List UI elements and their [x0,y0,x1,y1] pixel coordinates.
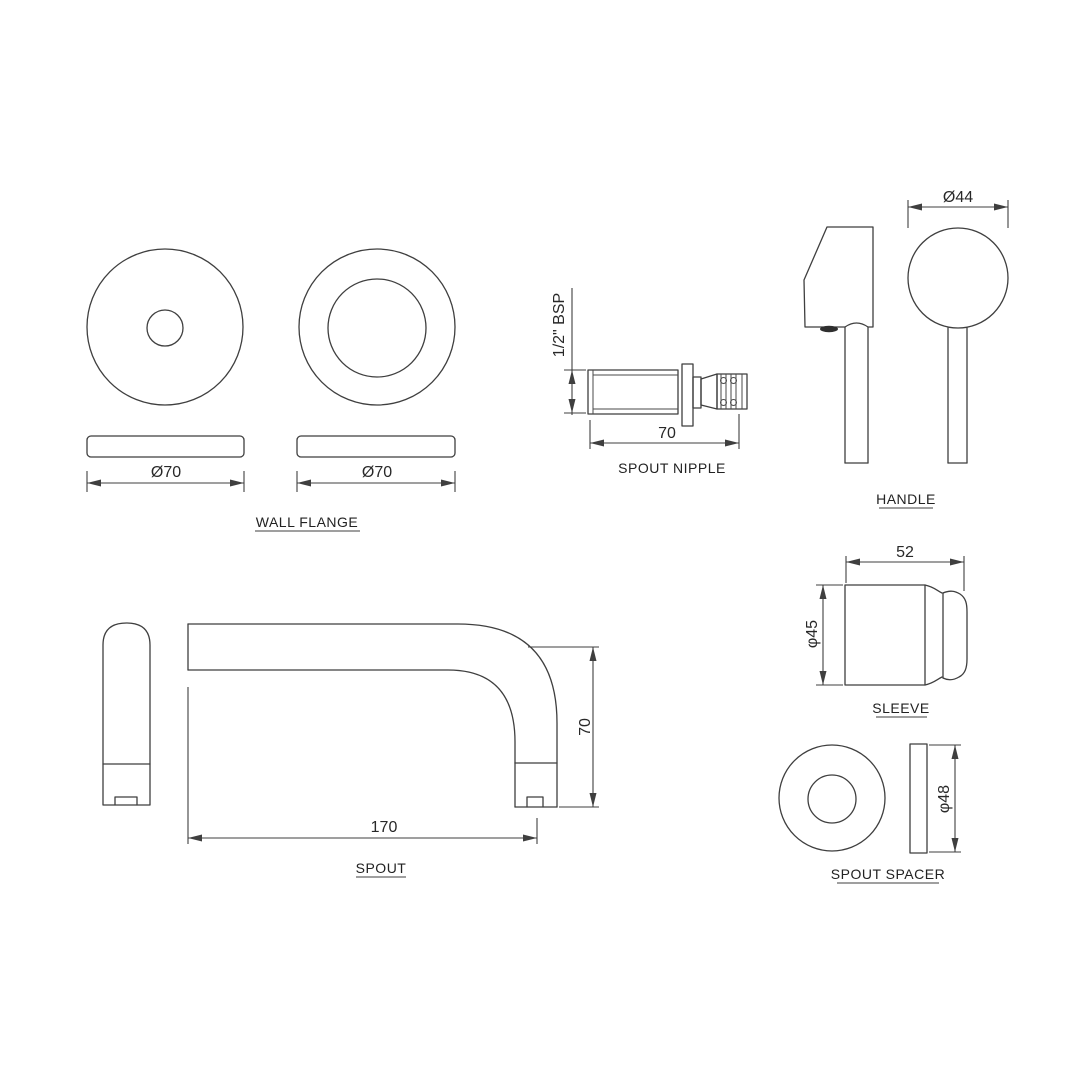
spout-tip-aerator [526,796,544,808]
handle-knob-diameter-dim: Ø44 [943,189,973,206]
flange-side-diameter-dim: Ø70 [362,464,392,481]
oring-circle [720,377,727,384]
sleeve-body [844,584,926,686]
dim-arrow [846,558,860,566]
flange-side-view-right [296,435,456,458]
dim-arrow [590,439,604,447]
dim-arrow [819,585,827,599]
spout-drawing: 170 70 SPOUT [102,622,599,878]
nipple-thread-dim: 1/2" BSP [551,293,568,357]
nipple-cone [700,373,718,410]
spout-reach-dim: 170 [371,819,398,836]
flange-front-hole-circle [146,309,184,347]
spacer-front-outer-circle [778,744,886,852]
wall-flange-drawing: Ø70 Ø70 WALL FLANGE [86,248,456,532]
dim-arrow [230,479,244,487]
dim-arrow [994,203,1008,211]
handle-knob-front-view [907,227,1009,329]
dim-arrow [951,838,959,852]
flange-front-outer-circle [86,248,244,406]
nipple-neck [692,376,702,409]
handle-head-side-view [803,226,874,328]
dim-arrow [589,793,597,807]
dim-arrow [297,479,311,487]
sleeve-label: SLEEVE [872,700,929,716]
flange-back-inner-circle [327,278,427,378]
spout-height-dim: 70 [577,718,594,736]
sleeve-cap [942,590,968,681]
spout-end-view [102,622,151,806]
nipple-oring-section [716,373,748,410]
sleeve-length-dim: 52 [896,544,914,561]
dim-arrow [589,647,597,661]
handle-drawing: Ø44 HANDLE [803,189,1009,509]
oring-circle [730,399,737,406]
spacer-front-hole-circle [807,774,857,824]
sleeve-diameter-dim: φ45 [804,620,821,648]
spout-end-view-aerator [114,796,138,806]
spacer-side-view [909,743,928,854]
dim-arrow [523,834,537,842]
handle-setscrew-mark [820,325,838,333]
sleeve-step-bottom [924,676,943,686]
nipple-body [587,369,679,415]
nipple-length-dim: 70 [658,425,676,442]
sleeve-step-top [924,584,943,594]
spout-nipple-drawing: 1/2" BSP 70 SPOUT NIPPLE [551,288,748,476]
spout-spacer-drawing: φ48 SPOUT SPACER [778,743,961,884]
spacer-diameter-dim: φ48 [936,785,953,813]
dim-arrow [908,203,922,211]
dim-arrow [950,558,964,566]
dim-arrow [87,479,101,487]
dim-arrow [725,439,739,447]
nipple-flange [681,363,694,427]
dim-arrow [568,370,576,384]
spout-inner-profile [187,669,516,764]
spout-nipple-label: SPOUT NIPPLE [618,460,726,476]
oring-circle [720,399,727,406]
flange-front-diameter-dim: Ø70 [151,464,181,481]
dim-arrow [188,834,202,842]
oring-circle [730,377,737,384]
dim-arrow [951,745,959,759]
sleeve-drawing: 52 φ45 SLEEVE [804,544,968,718]
flange-back-outer-circle [298,248,456,406]
wall-flange-label: WALL FLANGE [256,514,359,530]
dim-arrow [819,671,827,685]
flange-side-view-left [86,435,245,458]
dim-arrow [568,399,576,413]
spout-label: SPOUT [356,860,407,876]
spout-spacer-label: SPOUT SPACER [831,866,945,882]
spout-outer-profile [187,623,558,808]
handle-label: HANDLE [876,491,936,507]
dim-arrow [441,479,455,487]
